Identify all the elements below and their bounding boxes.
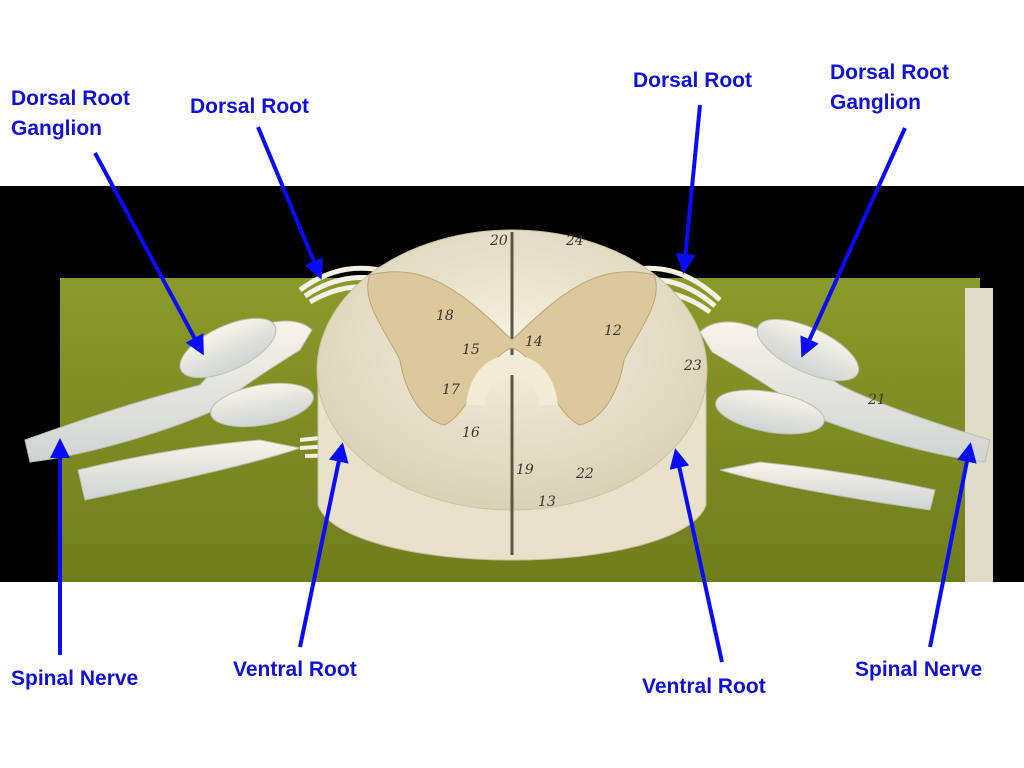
arrow-spinal-nerve-right	[928, 442, 977, 648]
spinal-cord-model	[316, 229, 708, 561]
left-dorsal-root-ganglion	[179, 317, 277, 379]
label-ventral-root-left: Ventral Root	[233, 658, 357, 681]
right-lower-nerve	[719, 461, 936, 511]
label-spinal-nerve-left: Spinal Nerve	[11, 667, 139, 690]
label-dorsal-root-ganglion-right-line2: Ganglion	[830, 91, 921, 114]
grey-matter-butterfly	[367, 271, 657, 426]
model-number-label: 21	[867, 392, 886, 408]
model-number-label: 24	[565, 233, 584, 249]
arrow-dorsal-root-left	[256, 126, 324, 280]
label-ventral-root-right: Ventral Root	[642, 675, 766, 698]
model-number-label: 19	[516, 462, 534, 478]
model-photo	[0, 186, 1024, 582]
pointer-arrows	[50, 104, 977, 663]
label-dorsal-root-right: Dorsal Root	[633, 69, 753, 92]
label-spinal-nerve-right: Spinal Nerve	[855, 658, 983, 681]
model-number-label: 15	[462, 342, 480, 358]
arrow-dorsal-root-right	[675, 104, 702, 274]
model-number-label: 14	[525, 334, 543, 350]
right-ventral-ganglion	[715, 389, 825, 435]
arrow-drg-right	[800, 127, 907, 358]
label-dorsal-root-ganglion-left-line2: Ganglion	[11, 117, 102, 140]
arrow-ventral-root-left	[298, 442, 349, 648]
model-number-label: 20	[489, 233, 508, 249]
label-dorsal-root-ganglion-right-line1: Dorsal Root	[830, 61, 950, 84]
left-lower-nerve	[77, 439, 302, 501]
arrow-drg-left	[93, 152, 204, 356]
arrow-ventral-root-right	[669, 448, 724, 663]
model-number-label: 22	[575, 466, 594, 482]
label-dorsal-root-left: Dorsal Root	[190, 95, 310, 118]
model-number-label: 16	[462, 425, 480, 441]
model-number-label: 18	[436, 308, 454, 324]
model-number-label: 17	[442, 382, 460, 398]
model-number-label: 12	[604, 323, 622, 339]
right-spinal-nerve	[699, 321, 991, 463]
label-dorsal-root-ganglion-left-line1: Dorsal Root	[11, 87, 131, 110]
central-canal-notch	[466, 355, 558, 405]
model-number-label: 13	[538, 494, 556, 510]
model-number-label: 23	[683, 358, 702, 374]
left-ventral-ganglion	[210, 382, 314, 428]
